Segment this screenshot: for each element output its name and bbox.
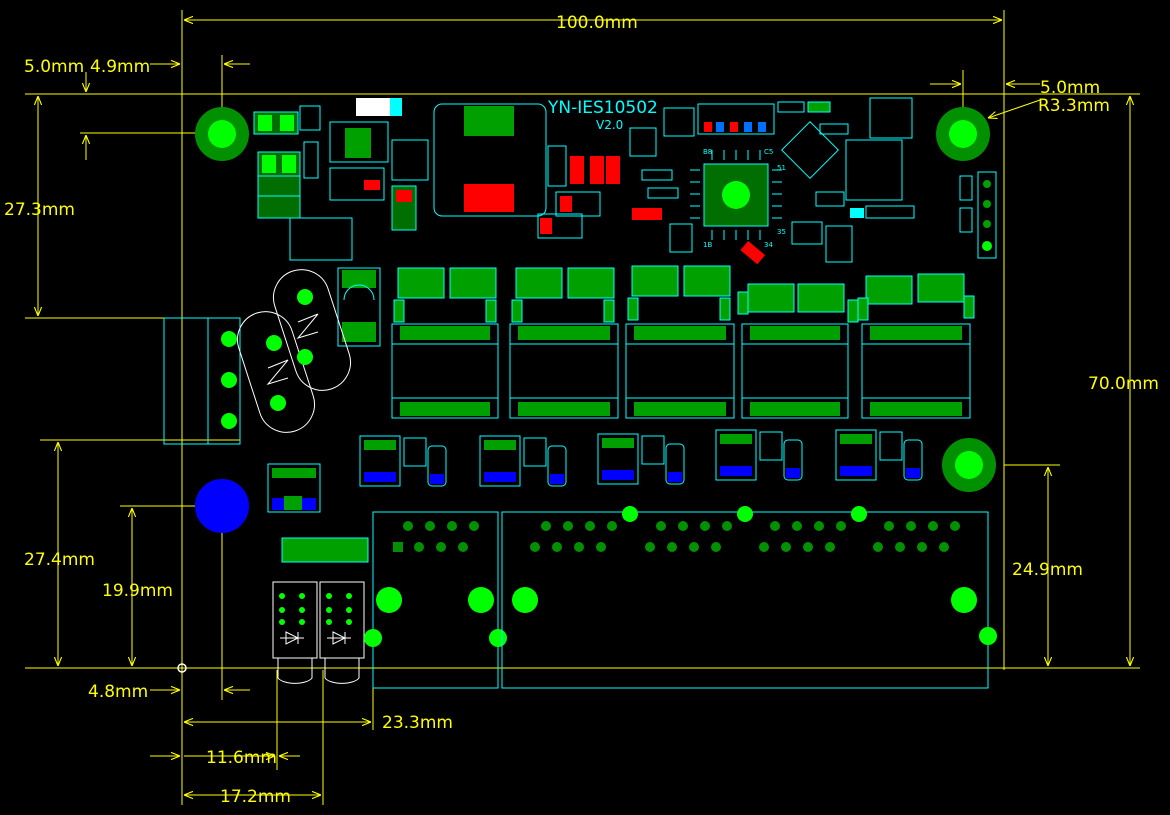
dim-hole-right-x: 5.0mm xyxy=(1040,78,1100,98)
dim-rj45-x: 23.3mm xyxy=(382,713,453,733)
rj45-single xyxy=(364,511,507,689)
chip-pin-b8: B8 xyxy=(703,148,712,156)
resistor-strip xyxy=(281,537,369,563)
power-section xyxy=(253,98,547,347)
dimension-arrows xyxy=(38,20,1130,795)
status-leds xyxy=(272,581,365,684)
chip-pin-c5: C5 xyxy=(764,148,773,156)
switch-chip: 1B 34 35 51 C5 B8 xyxy=(690,148,786,249)
board-version: V2.0 xyxy=(596,118,623,132)
chip-pin-34: 34 xyxy=(764,241,773,249)
dim-led2-x: 17.2mm xyxy=(220,787,291,807)
chip-pin-35: 35 xyxy=(777,228,786,236)
dim-terminal-y: 27.3mm xyxy=(4,200,75,220)
dim-led1-x: 11.6mm xyxy=(206,748,277,768)
dim-hole-left-x2: 4.9mm xyxy=(90,57,150,77)
dim-led-y: 19.9mm xyxy=(102,581,173,601)
right-header xyxy=(959,171,997,259)
rj45-quad xyxy=(501,506,997,689)
dim-hole-bottom-y: 24.9mm xyxy=(1012,560,1083,580)
resistor-arrays xyxy=(393,265,975,323)
terminal-block xyxy=(163,317,241,445)
mounting-holes xyxy=(195,107,996,492)
capacitor-row xyxy=(359,429,923,487)
mid-top-components xyxy=(537,97,915,265)
board-name: YN-IES10502 xyxy=(547,98,658,118)
dim-dc-jack-y: 27.4mm xyxy=(24,550,95,570)
origin-marker xyxy=(177,663,187,673)
dim-width: 100.0mm xyxy=(556,13,638,33)
dim-led-x: 4.8mm xyxy=(88,682,148,702)
chip-pin-1b: 1B xyxy=(703,241,712,249)
dc-jack-circle xyxy=(195,479,249,533)
chip-pin-51: 51 xyxy=(777,164,786,172)
bulk-capacitor xyxy=(267,463,321,513)
transformer-row xyxy=(391,323,971,419)
dim-height: 70.0mm xyxy=(1088,374,1159,394)
dim-hole-left-x: 5.0mm xyxy=(24,57,84,77)
dim-hole-radius: R3.3mm xyxy=(1038,96,1110,116)
tvs-diodes xyxy=(236,269,352,433)
